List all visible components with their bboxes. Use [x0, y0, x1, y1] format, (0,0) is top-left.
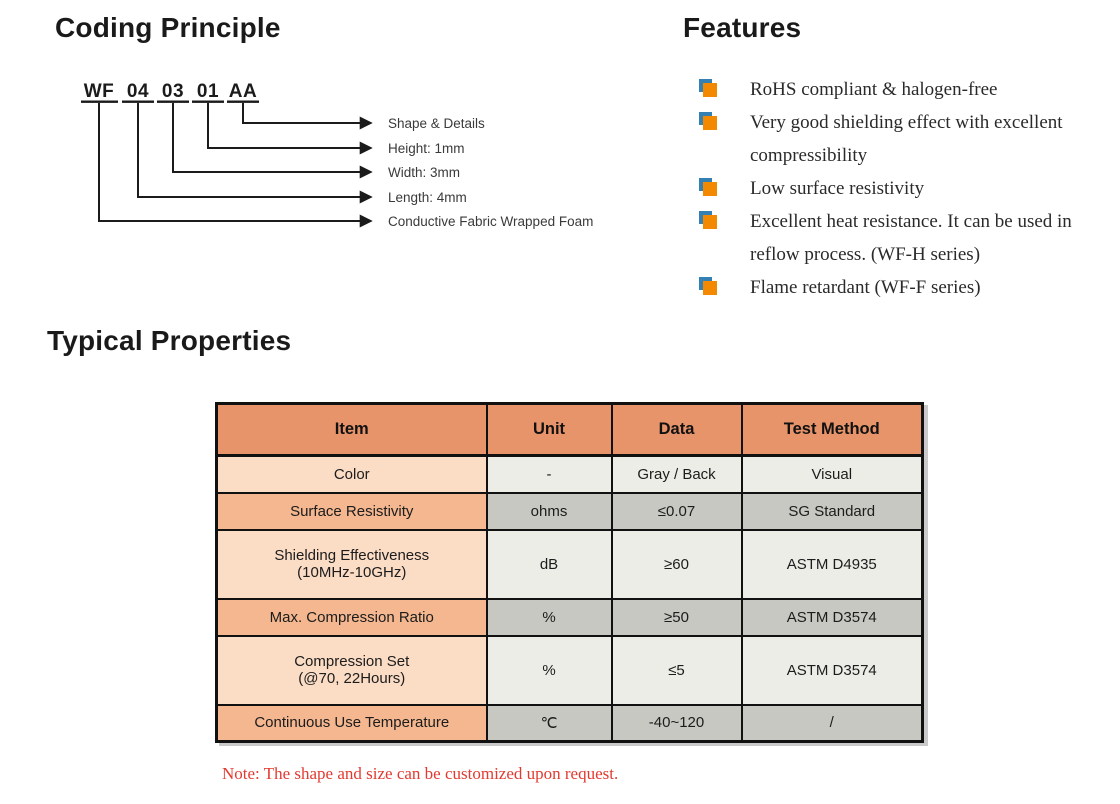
header-data: Data [610, 402, 743, 457]
connector-length [137, 103, 373, 204]
cell-item: Max. Compression Ratio [215, 597, 488, 637]
feature-item: Excellent heat resistance. It can be use… [699, 205, 1099, 271]
header-unit: Unit [485, 402, 613, 457]
cell-data: -40~120 [610, 703, 743, 743]
table-row: Compression Set (@70, 22Hours) % ≤5 ASTM… [215, 634, 924, 706]
code-segment-width: 03 [162, 81, 184, 102]
label-length: Length: 4mm [388, 190, 467, 205]
table-row: Shielding Effectiveness (10MHz-10GHz) dB… [215, 528, 924, 600]
code-segment-shape: AA [229, 81, 257, 102]
cell-item: Compression Set (@70, 22Hours) [215, 634, 488, 706]
cell-unit: ohms [485, 491, 613, 531]
cell-item: Color [215, 454, 488, 494]
feature-item: Flame retardant (WF-F series) [699, 271, 1099, 304]
cell-item: Shielding Effectiveness (10MHz-10GHz) [215, 528, 488, 600]
connector-material [98, 103, 373, 228]
cell-data: ≤5 [610, 634, 743, 706]
square-bullet-icon [699, 178, 717, 196]
code-underline [227, 100, 259, 103]
features-list: RoHS compliant & halogen-free Very good … [699, 73, 1099, 304]
label-height: Height: 1mm [388, 141, 465, 156]
square-bullet-icon [699, 211, 717, 229]
header-test-method: Test Method [740, 402, 924, 457]
cell-test-method: SG Standard [740, 491, 924, 531]
cell-data: Gray / Back [610, 454, 743, 494]
feature-item: RoHS compliant & halogen-free [699, 73, 1099, 106]
coding-diagram: WF 04 03 01 AA Shape & Details Height: 1… [81, 81, 593, 229]
feature-item: Low surface resistivity [699, 172, 1099, 205]
label-width: Width: 3mm [388, 165, 460, 180]
code-underline [122, 100, 154, 103]
table-row: Color - Gray / Back Visual [215, 454, 924, 494]
feature-text: Excellent heat resistance. It can be use… [750, 211, 1072, 265]
table-row: Continuous Use Temperature ℃ -40~120 / [215, 703, 924, 743]
code-underline [81, 100, 118, 103]
cell-data: ≤0.07 [610, 491, 743, 531]
feature-text: Very good shielding effect with excellen… [750, 112, 1063, 166]
cell-test-method: ASTM D3574 [740, 634, 924, 706]
bullet-front-square [703, 281, 717, 295]
code-segment-height: 01 [197, 81, 219, 102]
square-bullet-icon [699, 112, 717, 130]
connector-shape-details [242, 103, 373, 130]
coding-principle-heading: Coding Principle [55, 12, 281, 43]
label-shape-details: Shape & Details [388, 116, 485, 131]
cell-unit: - [485, 454, 613, 494]
table-row: Max. Compression Ratio % ≥50 ASTM D3574 [215, 597, 924, 637]
bullet-front-square [703, 83, 717, 97]
connector-height [207, 103, 373, 155]
cell-data: ≥60 [610, 528, 743, 600]
feature-text: Flame retardant (WF-F series) [750, 277, 981, 298]
cell-test-method: Visual [740, 454, 924, 494]
cell-data: ≥50 [610, 597, 743, 637]
code-segment-length: 04 [127, 81, 149, 102]
features-heading: Features [683, 12, 802, 43]
cell-unit: % [485, 634, 613, 706]
code-underline [157, 100, 189, 103]
code-underline [192, 100, 224, 103]
bullet-front-square [703, 215, 717, 229]
cell-test-method: ASTM D4935 [740, 528, 924, 600]
feature-text: Low surface resistivity [750, 178, 925, 199]
table-header-row: Item Unit Data Test Method [215, 402, 924, 457]
cell-unit: ℃ [485, 703, 613, 743]
cell-test-method: ASTM D3574 [740, 597, 924, 637]
code-segment-wf: WF [84, 81, 115, 102]
feature-text: RoHS compliant & halogen-free [750, 79, 998, 100]
typical-properties-table: Item Unit Data Test Method Color - Gray … [215, 402, 924, 743]
typical-properties-heading: Typical Properties [47, 325, 292, 356]
table-row: Surface Resistivity ohms ≤0.07 SG Standa… [215, 491, 924, 531]
cell-unit: % [485, 597, 613, 637]
feature-item: Very good shielding effect with excellen… [699, 106, 1099, 172]
square-bullet-icon [699, 277, 717, 295]
header-item: Item [215, 402, 488, 457]
customization-note: Note: The shape and size can be customiz… [222, 764, 619, 783]
cell-test-method: / [740, 703, 924, 743]
cell-item: Continuous Use Temperature [215, 703, 488, 743]
bullet-front-square [703, 116, 717, 130]
bullet-front-square [703, 182, 717, 196]
square-bullet-icon [699, 79, 717, 97]
label-material: Conductive Fabric Wrapped Foam [388, 214, 593, 229]
connector-width [172, 103, 373, 179]
cell-item: Surface Resistivity [215, 491, 488, 531]
cell-unit: dB [485, 528, 613, 600]
